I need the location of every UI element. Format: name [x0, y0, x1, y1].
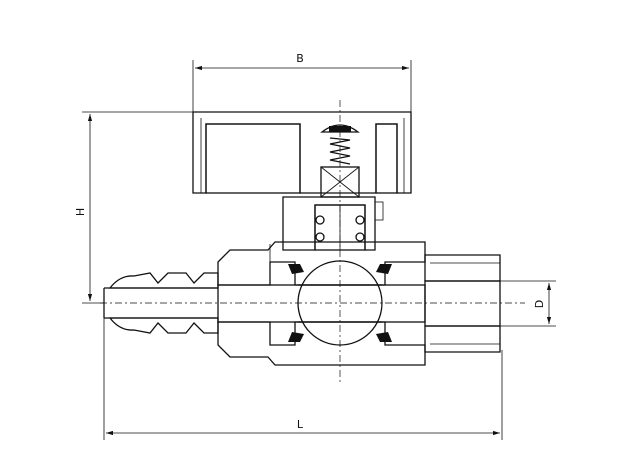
dimension-d-label: D — [533, 300, 546, 308]
male-thread-end — [424, 254, 501, 353]
stem-housing — [282, 196, 384, 251]
dimension-l-label: L — [297, 418, 304, 431]
valve-body — [217, 241, 426, 366]
dimension-h: H — [74, 111, 195, 304]
dimension-b: B — [192, 52, 412, 112]
dimension-b-label: B — [296, 52, 304, 65]
centerlines — [100, 100, 525, 385]
dimension-d: D — [500, 280, 556, 327]
butterfly-handle — [192, 111, 412, 194]
dimension-l: L — [103, 300, 503, 440]
dimension-h-label: H — [74, 208, 87, 216]
stem-spring — [329, 137, 351, 165]
hose-barb — [103, 272, 219, 334]
